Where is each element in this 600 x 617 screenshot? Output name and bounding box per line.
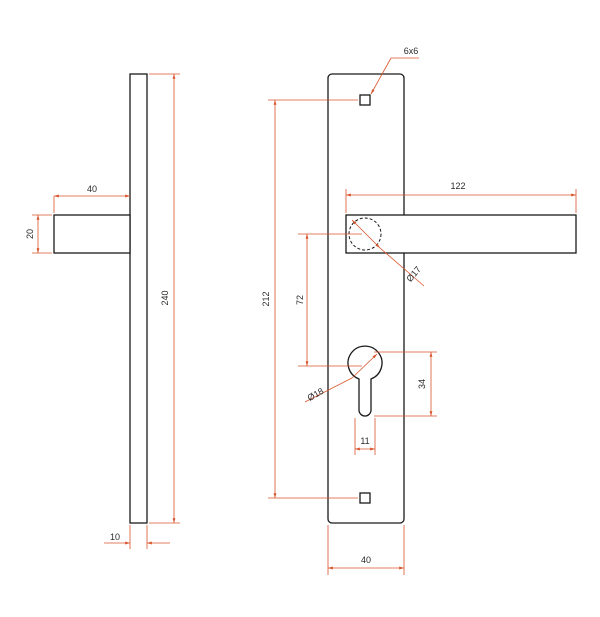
dim-lever-length: 122 — [345, 181, 577, 213]
dim-side-handle-length-label: 40 — [87, 184, 97, 194]
dim-lever-length-label: 122 — [450, 181, 465, 191]
side-view-plate — [129, 73, 148, 524]
front-view-plate — [327, 73, 405, 524]
dim-plate-width: 40 — [327, 525, 405, 575]
dim-side-plate-thickness-label: 10 — [110, 532, 120, 542]
dim-cylinder-diameter-label: Ø18 — [306, 386, 326, 403]
dim-side-handle-length: 40 — [53, 184, 130, 213]
front-view-lever — [345, 214, 577, 254]
front-view: 6x6 122 Ø17 212 72 — [261, 46, 577, 575]
side-view-handle — [53, 214, 131, 254]
dim-cylinder-width-label: 11 — [360, 436, 369, 446]
dim-side-plate-height: 240 — [149, 73, 180, 524]
dim-screw-hole-size: 6x6 — [370, 46, 419, 95]
side-view: 40 20 240 10 — [25, 73, 180, 549]
dim-lever-diameter-label: Ø17 — [404, 264, 423, 283]
screw-hole-top — [359, 94, 371, 106]
screw-hole-bottom — [359, 492, 371, 504]
dim-screw-spacing-label: 212 — [261, 291, 271, 306]
dim-screw-hole-size-label: 6x6 — [404, 46, 419, 56]
dim-side-handle-height: 20 — [25, 214, 52, 254]
dim-cylinder-height: 34 — [374, 351, 437, 417]
dim-side-plate-thickness: 10 — [104, 525, 170, 549]
dim-side-plate-height-label: 240 — [160, 290, 170, 305]
dim-screw-spacing: 212 — [261, 99, 358, 499]
spindle-circle — [348, 217, 382, 251]
dim-handle-to-lock: 72 — [295, 233, 362, 367]
dim-side-handle-height-label: 20 — [25, 229, 35, 239]
dim-cylinder-height-label: 34 — [417, 379, 427, 389]
dim-plate-width-label: 40 — [361, 555, 371, 565]
cylinder-keyhole — [347, 345, 383, 417]
dim-cylinder-width: 11 — [354, 418, 376, 455]
dim-handle-to-lock-label: 72 — [295, 295, 305, 305]
